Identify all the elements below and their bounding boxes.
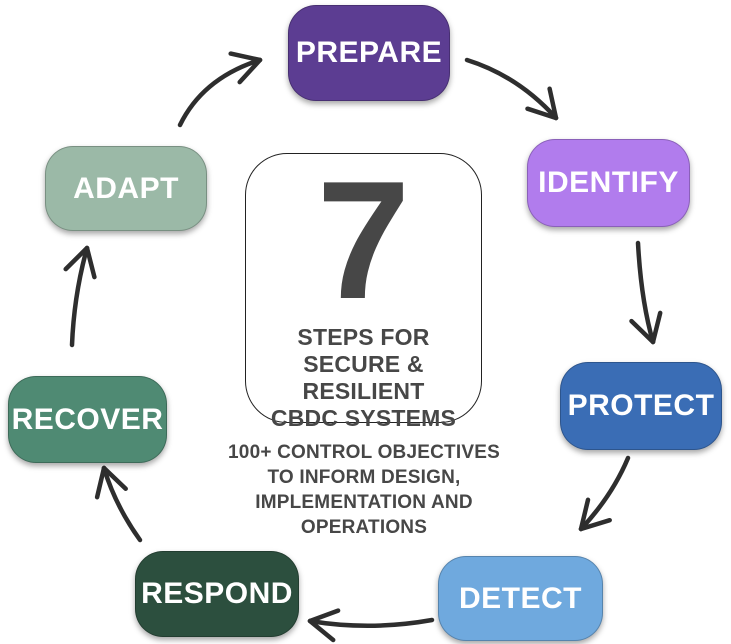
arrow-protect-to-detect [578, 455, 631, 532]
caption-line-3: IMPLEMENTATION AND [255, 492, 473, 513]
arrow-identify-to-protect [629, 240, 663, 345]
arrow-adapt-to-prepare [177, 51, 263, 128]
step-recover: RECOVER [8, 376, 167, 463]
arrow-recover-to-adapt [63, 245, 97, 348]
step-protect: PROTECT [560, 362, 722, 450]
arrow-respond-to-recover [94, 465, 143, 543]
step-prepare: PREPARE [288, 5, 450, 101]
center-panel: 7 STEPS FOR SECURE & RESILIENT CBDC SYST… [245, 146, 482, 431]
caption-line-2: TO INFORM DESIGN, [267, 467, 461, 488]
arrow-prepare-to-identify [464, 57, 559, 121]
step-adapt-label: ADAPT [73, 171, 179, 205]
step-identify: IDENTIFY [527, 139, 690, 227]
step-recover-label: RECOVER [11, 402, 164, 436]
big-number: 7 [316, 146, 411, 334]
arrow-detect-to-respond [307, 608, 435, 643]
caption-line-1: 100+ CONTROL OBJECTIVES [228, 442, 500, 463]
step-protect-label: PROTECT [567, 389, 715, 422]
step-identify-label: IDENTIFY [538, 166, 679, 199]
step-adapt: ADAPT [45, 146, 207, 231]
caption: 100+ CONTROL OBJECTIVES TO INFORM DESIGN… [214, 440, 514, 540]
step-detect: DETECT [438, 556, 603, 641]
step-detect-label: DETECT [459, 581, 582, 615]
center-title-line-3: CBDC SYSTEMS [270, 405, 457, 431]
caption-line-4: OPERATIONS [300, 517, 428, 538]
center-title: STEPS FOR SECURE & RESILIENT CBDC SYSTEM… [246, 324, 481, 432]
step-prepare-label: PREPARE [295, 36, 443, 69]
step-respond: RESPOND [135, 551, 299, 637]
center-title-line-2: SECURE & RESILIENT [302, 351, 425, 404]
center-title-line-1: STEPS FOR [297, 324, 430, 350]
step-respond-label: RESPOND [141, 577, 293, 610]
